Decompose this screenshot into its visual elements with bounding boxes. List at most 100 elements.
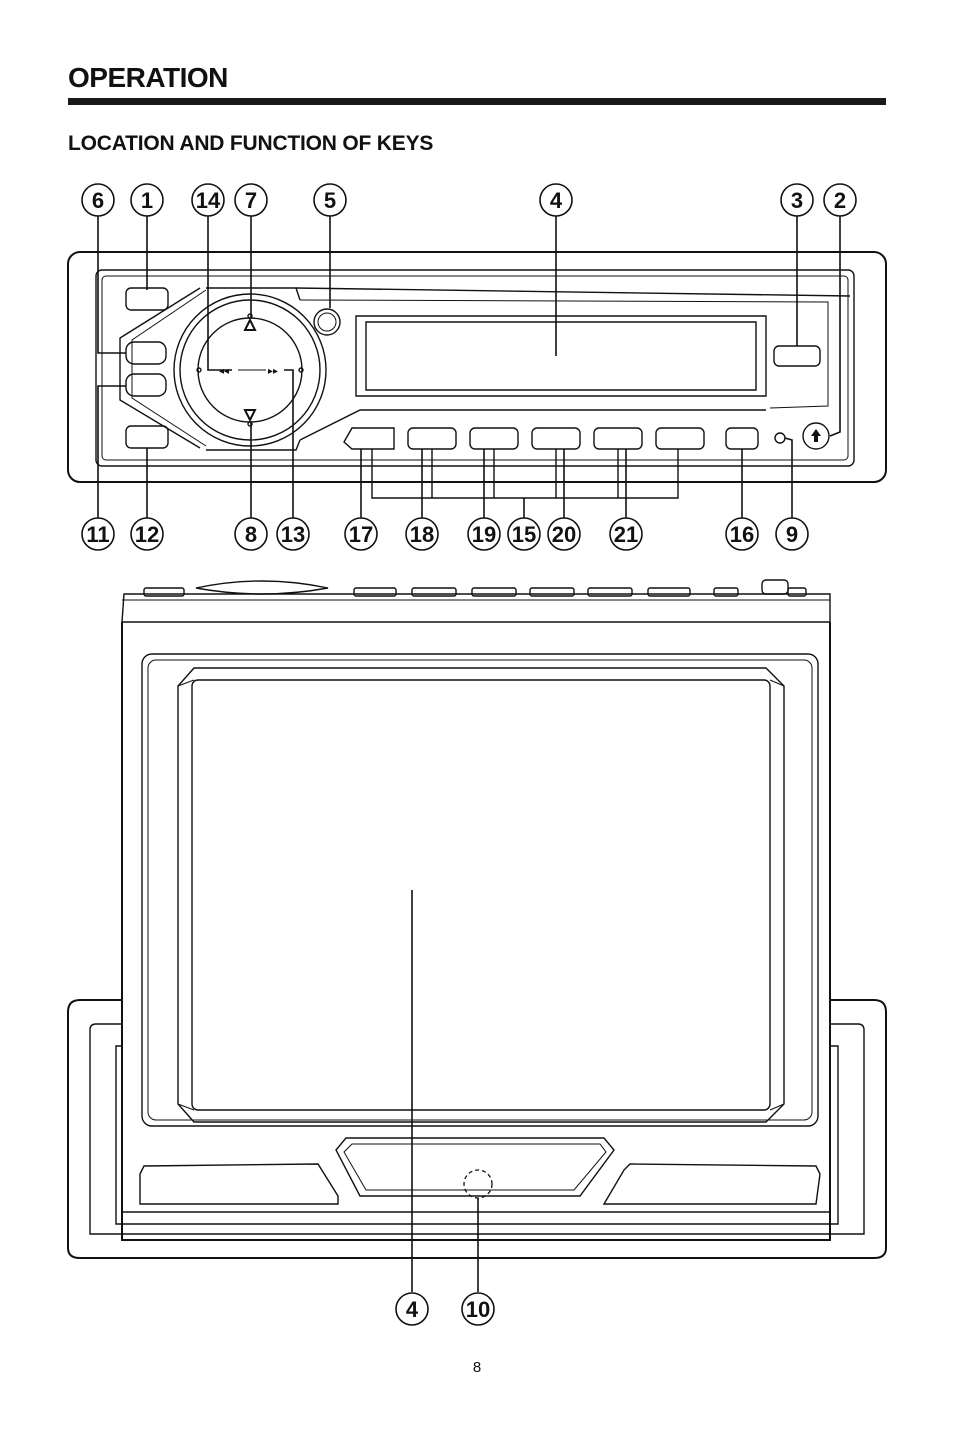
svg-text:3: 3 [791,188,803,213]
callout-19: 19 [467,517,501,551]
leader-13 [284,369,294,518]
svg-text:8: 8 [245,522,257,547]
callout-15: 15 [507,517,541,551]
trim-top-inner [299,299,829,409]
callout-17: 17 [344,517,378,551]
button-preset-6[interactable] [655,427,705,450]
button-3[interactable] [773,345,821,367]
title-rule [68,98,886,105]
monitor-leaders [411,890,479,1292]
leader-9 [784,437,793,518]
callout-4-top: 4 [539,183,573,217]
callout-18: 18 [405,517,439,551]
reset-hole[interactable] [774,432,786,444]
up-arrow-icon[interactable] [243,317,257,331]
callout-8: 8 [234,517,268,551]
top-edge-button-9 [787,587,807,597]
svg-text:11: 11 [86,522,109,547]
callout-21: 21 [609,517,643,551]
svg-text:9: 9 [786,522,798,547]
top-edge-button-6 [587,587,633,597]
leader-14 [207,216,232,371]
eject-icon-stem [814,436,818,442]
left-wing [119,287,201,449]
top-edge-button-8 [713,587,739,597]
leader-6 [97,216,126,354]
top-edge-knob [195,580,329,595]
button-17[interactable] [343,427,395,450]
down-arrow-icon[interactable] [243,409,257,423]
trim-bottom [299,409,766,441]
svg-text:13: 13 [281,522,305,547]
callout-10: 10 [461,1292,495,1326]
button-5[interactable] [313,308,341,336]
screen-corner-tl [177,679,195,687]
faceplate-inner [95,269,855,467]
button-18[interactable] [407,427,457,450]
button-20[interactable] [531,427,581,450]
faceplate: ◂◂ ▸▸ [67,251,887,499]
callout-13: 13 [276,517,310,551]
preset-bracket [371,449,679,499]
button-21[interactable] [593,427,643,450]
callouts-faceplate-bottom: 11 12 8 13 17 18 19 15 20 21 16 9 [81,517,809,551]
leader-11 [97,385,126,518]
svg-text:4: 4 [550,188,563,213]
top-edge-button-1 [143,587,185,597]
faceplate-inner-2 [101,275,849,461]
knob-outer [173,293,327,447]
svg-text:17: 17 [349,522,373,547]
svg-text:21: 21 [614,522,638,547]
monitor [67,579,887,1259]
screen-bezel [141,653,819,1127]
sensor-panel [335,1137,615,1197]
svg-text:2: 2 [834,188,846,213]
svg-text:18: 18 [410,522,434,547]
faceplate-outer [67,251,887,483]
button-1[interactable] [125,287,169,311]
callout-3: 3 [780,183,814,217]
chassis-inner-2 [115,1045,839,1225]
button-5-inner [317,312,337,332]
remote-sensor [463,1169,493,1199]
svg-text:1: 1 [141,188,153,213]
button-19[interactable] [469,427,519,450]
svg-text:7: 7 [245,188,257,213]
callout-5: 5 [313,183,347,217]
screen-frame [177,667,785,1123]
callouts-monitor-bottom: 4 10 [395,1292,495,1326]
button-16[interactable] [725,427,759,450]
svg-text:10: 10 [466,1297,490,1322]
prev-track-icon[interactable]: ◂◂ [219,366,229,377]
svg-text:19: 19 [472,522,496,547]
knob-dot-left [196,367,202,373]
callout-16: 16 [725,517,759,551]
display-frame [355,315,767,397]
svg-text:20: 20 [552,522,576,547]
faceplate-leaders [97,216,841,518]
button-12[interactable] [125,425,169,449]
left-wing-inner [131,289,207,447]
svg-text:5: 5 [324,188,336,213]
next-track-icon[interactable]: ▸▸ [268,366,278,377]
chassis-outer [67,999,887,1259]
eject-button[interactable] [802,422,830,450]
top-edge-button-5 [529,587,575,597]
top-edge-button-4 [471,587,517,597]
knob-dot-top [247,313,253,319]
screen-bezel-inner [147,659,813,1121]
button-11[interactable] [125,373,167,397]
callout-14: 14 [191,183,225,217]
knob-dot-right [298,367,304,373]
top-edge-button-7 [647,587,691,597]
top-edge-eject [761,579,789,595]
callout-2: 2 [823,183,857,217]
screen-corner-bl [177,1103,195,1111]
knob-dot-bottom [247,421,253,427]
trim-top [295,287,851,297]
callout-4-bottom: 4 [395,1292,429,1326]
top-edge-button-2 [353,587,397,597]
dial-housing-bottom [206,439,301,451]
screen-corner-br [769,1103,785,1111]
